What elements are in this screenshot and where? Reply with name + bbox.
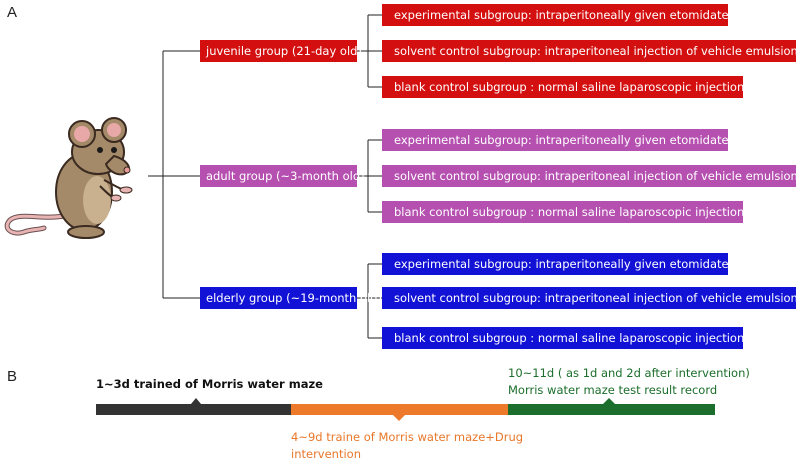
juvenile-blank-subgroup: blank control subgroup : normal saline l…	[382, 76, 744, 98]
panel-a-label: A	[7, 4, 18, 21]
juvenile-experimental-subgroup: experimental subgroup: intraperitoneally…	[382, 4, 729, 26]
adult-group-box: adult group (~3-month old)	[200, 165, 365, 187]
timeline-phase1-label: 1~3d trained of Morris water maze	[96, 377, 323, 391]
elderly-solvent-subgroup: solvent control subgroup: intraperitonea…	[382, 287, 798, 309]
panel-b-label: B	[7, 368, 18, 385]
phase3-marker	[603, 398, 615, 404]
timeline-phase3-label-line1: 10~11d ( as 1d and 2d after intervention…	[508, 366, 750, 380]
timeline-phase2-segment	[291, 404, 508, 415]
timeline-phase2-label-line1: 4~9d traine of Morris water maze+Drug	[291, 430, 524, 444]
timeline-phase3-segment	[508, 404, 715, 415]
elderly-experimental-subgroup: experimental subgroup: intraperitoneally…	[382, 253, 729, 275]
elderly-blank-subgroup: blank control subgroup : normal saline l…	[382, 327, 744, 349]
adult-blank-subgroup: blank control subgroup : normal saline l…	[382, 201, 744, 223]
mouse-illustration-icon	[4, 117, 133, 239]
timeline-phase1-segment	[96, 404, 291, 415]
adult-solvent-subgroup: solvent control subgroup: intraperitonea…	[382, 165, 798, 187]
juvenile-group-box: juvenile group (21-day old)	[200, 40, 362, 62]
juvenile-solvent-subgroup: solvent control subgroup: intraperitonea…	[382, 40, 798, 62]
timeline-phase3-label-line2: Morris water maze test result record	[508, 383, 718, 397]
phase2-marker	[393, 415, 405, 421]
timeline-phase2-label-line2: intervention	[291, 447, 361, 461]
elderly-group-box: elderly group (~19-month old)	[200, 287, 382, 309]
phase1-marker	[191, 398, 201, 404]
adult-experimental-subgroup: experimental subgroup: intraperitoneally…	[382, 129, 729, 151]
